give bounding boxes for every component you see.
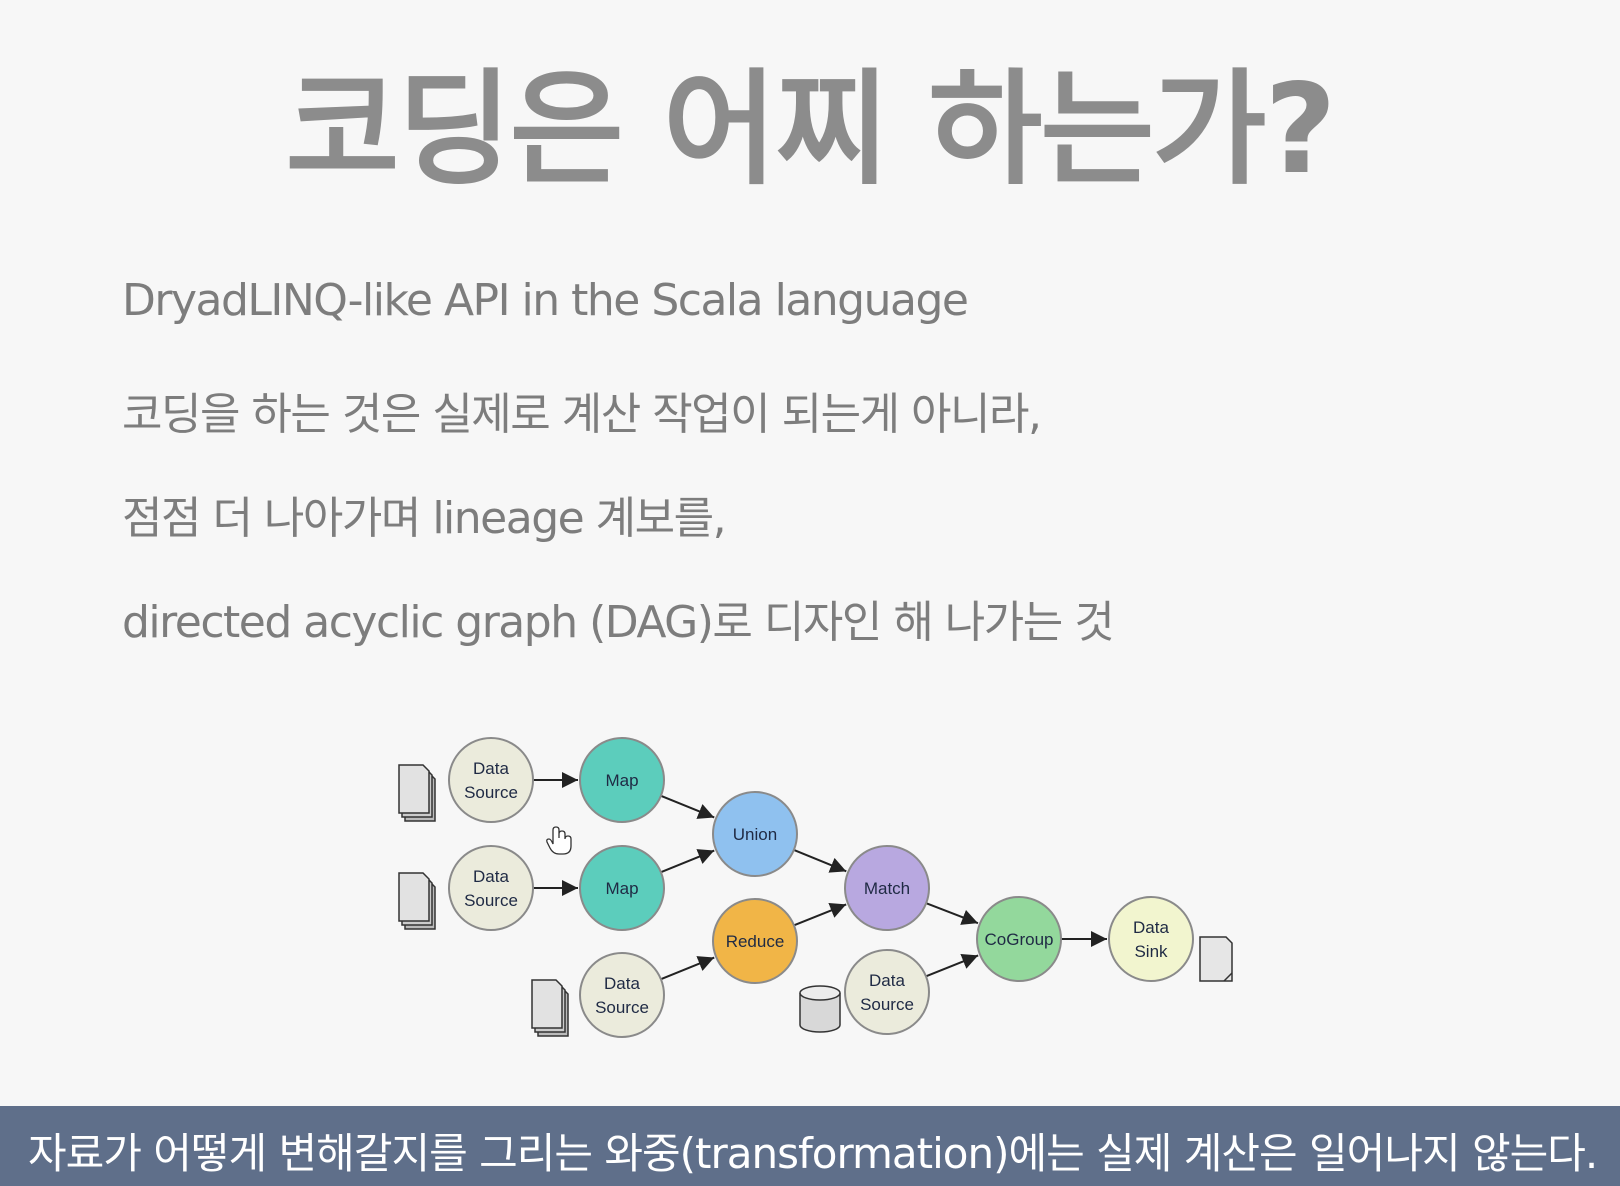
dag-node-map1: Map (579, 737, 665, 823)
dag-nodes: DataSourceMapDataSourceMapUnionMatchRedu… (448, 737, 1194, 1038)
dag-node-circle (579, 952, 665, 1038)
slide-title: 코딩은 어찌 하는가? (285, 58, 1337, 202)
dag-edge-map2-union (660, 849, 715, 874)
bullet-line-1: DryadLINQ-like API in the Scala language (122, 275, 969, 326)
dag-node-cogroup: CoGroup (976, 896, 1062, 982)
document-stack-icon (398, 872, 436, 930)
dag-node-label: Map (605, 771, 638, 790)
dag-node-circle (448, 845, 534, 931)
dag-edge-reduce-match (793, 902, 847, 927)
document-stack-icon (398, 764, 436, 822)
dag-node-label: Source (860, 995, 914, 1014)
dag-node-label: Match (864, 879, 910, 898)
dag-icons (398, 764, 1233, 1037)
dag-node-circle (844, 845, 930, 931)
dag-edge-map1-union (660, 794, 715, 819)
dag-edges (533, 772, 1107, 981)
bullet-line-4: directed acyclic graph (DAG)로 디자인 해 나가는 … (122, 597, 1115, 648)
caption-bar: 자료가 어떻게 변해갈지를 그리는 와중(transformation)에는 실… (0, 1106, 1620, 1186)
dag-node-circle (579, 845, 665, 931)
dag-node-label: CoGroup (985, 930, 1054, 949)
dag-node-label: Reduce (726, 932, 785, 951)
dag-node-map2: Map (579, 845, 665, 931)
dag-edge-ds3-reduce (660, 956, 715, 981)
dag-node-circle (579, 737, 665, 823)
dag-node-circle (712, 898, 798, 984)
dag-edge-union-match (793, 848, 847, 873)
dag-edge-match-cogroup (925, 902, 979, 925)
bullet-line-2: 코딩을 하는 것은 실제로 계산 작업이 되는게 아니라, (122, 389, 1042, 440)
dag-node-match: Match (844, 845, 930, 931)
dag-node-reduce: Reduce (712, 898, 798, 984)
dag-node-label: Data (473, 867, 509, 886)
dag-node-circle (844, 949, 930, 1035)
dag-node-label: Data (869, 971, 905, 990)
dag-node-label: Source (595, 998, 649, 1017)
subtitle-caption: 자료가 어떻게 변해갈지를 그리는 와중(transformation)에는 실… (28, 1129, 1598, 1178)
dag-edge-ds4-cogroup (925, 953, 979, 978)
dag-node-label: Map (605, 879, 638, 898)
dag-node-label: Data (473, 759, 509, 778)
dag-node-label: Data (604, 974, 640, 993)
hand-cursor-icon (546, 826, 572, 855)
dag-node-circle (976, 896, 1062, 982)
dag-node-label: Data (1133, 918, 1169, 937)
dag-node-label: Source (464, 891, 518, 910)
document-stack-icon (531, 979, 569, 1037)
dag-node-label: Union (733, 825, 777, 844)
dag-node-circle (1108, 896, 1194, 982)
bullet-line-3: 점점 더 나아가며 lineage 계보를, (122, 493, 727, 544)
dag-node-circle (712, 791, 798, 877)
database-cylinder-icon (799, 985, 841, 1033)
dag-node-circle (448, 737, 534, 823)
dag-node-union: Union (712, 791, 798, 877)
dag-node-label: Source (464, 783, 518, 802)
dag-node-label: Sink (1134, 942, 1168, 961)
document-icon (1199, 936, 1233, 982)
